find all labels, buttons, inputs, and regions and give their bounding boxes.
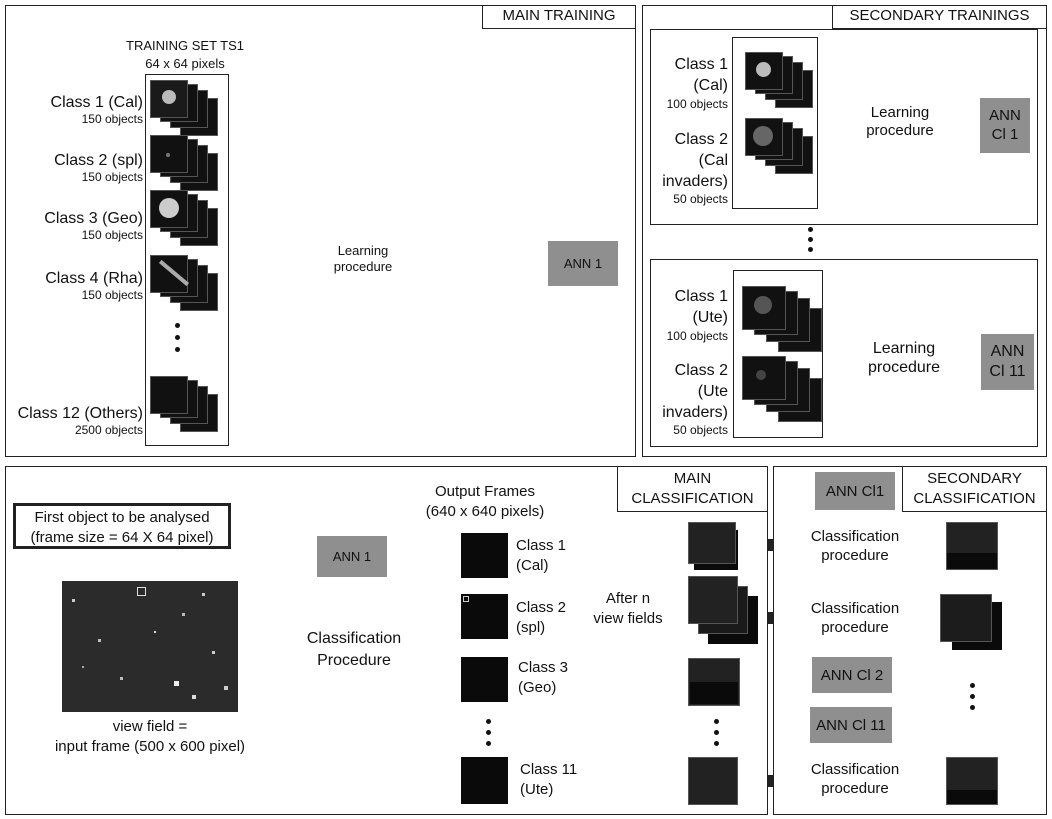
output-frame-3	[461, 657, 508, 702]
class-label-1: Class 1 (Cal) 150 objects	[50, 94, 143, 126]
ann-cl11-classify-box: ANN Cl 11	[810, 707, 892, 743]
secondary-box-1	[650, 29, 1038, 225]
class-label-3: Class 3 (Geo) 150 objects	[44, 210, 143, 242]
ann1-classify-box: ANN 1	[317, 536, 387, 577]
view-field-label: view field =input frame (500 x 600 pixel…	[54, 718, 246, 755]
secondary-trainings-title: SECONDARY TRAININGS	[832, 5, 1047, 29]
secondary-box-2	[650, 259, 1038, 447]
sec1-class2-label: Class 2 (Cal invaders) 50 objects	[662, 131, 728, 207]
class-label-2: Class 2 (spl) 150 objects	[54, 152, 143, 184]
main-class-stack-11	[688, 757, 738, 805]
sec1-class1-label: Class 1 (Cal) 100 objects	[666, 56, 728, 111]
output-label-2: Class 2(spl)	[516, 599, 567, 637]
sec2-image-column	[733, 270, 823, 438]
main-training-title: MAIN TRAINING	[482, 5, 636, 29]
sec2-class1-label: Class 1 (Ute) 100 objects	[666, 288, 728, 343]
output-frame-1	[461, 533, 508, 578]
output-label-3: Class 3(Geo)	[518, 659, 569, 697]
output-frame-11	[461, 757, 508, 804]
output-frame-2	[461, 594, 508, 639]
sec-result-3	[946, 757, 998, 805]
training-set-title: TRAINING SET TS1	[126, 38, 244, 53]
view-field-image	[62, 581, 238, 712]
class-label-4: Class 4 (Rha) 150 objects	[45, 270, 143, 302]
class-label-12: Class 12 (Others) 2500 objects	[17, 405, 143, 437]
main-training-panel	[5, 5, 636, 457]
sec1-image-column	[732, 37, 818, 209]
training-set-size: 64 x 64 pixels	[145, 56, 225, 71]
output-label-1: Class 1(Cal)	[516, 537, 567, 575]
first-object-callout: First object to be analysed(frame size =…	[13, 503, 231, 549]
sec2-class2-label: Class 2 (Ute invaders) 50 objects	[662, 362, 728, 438]
ann-cl1-classify-box: ANN Cl1	[815, 472, 895, 510]
sec-result-1	[946, 522, 998, 570]
training-set-column	[145, 74, 229, 446]
output-label-11: Class 11(Ute)	[520, 761, 578, 799]
ann-cl2-box: ANN Cl 2	[812, 657, 892, 693]
output-frames-title: Output Frames(640 x 640 pixels)	[425, 483, 545, 521]
ann1-box: ANN 1	[548, 241, 618, 286]
